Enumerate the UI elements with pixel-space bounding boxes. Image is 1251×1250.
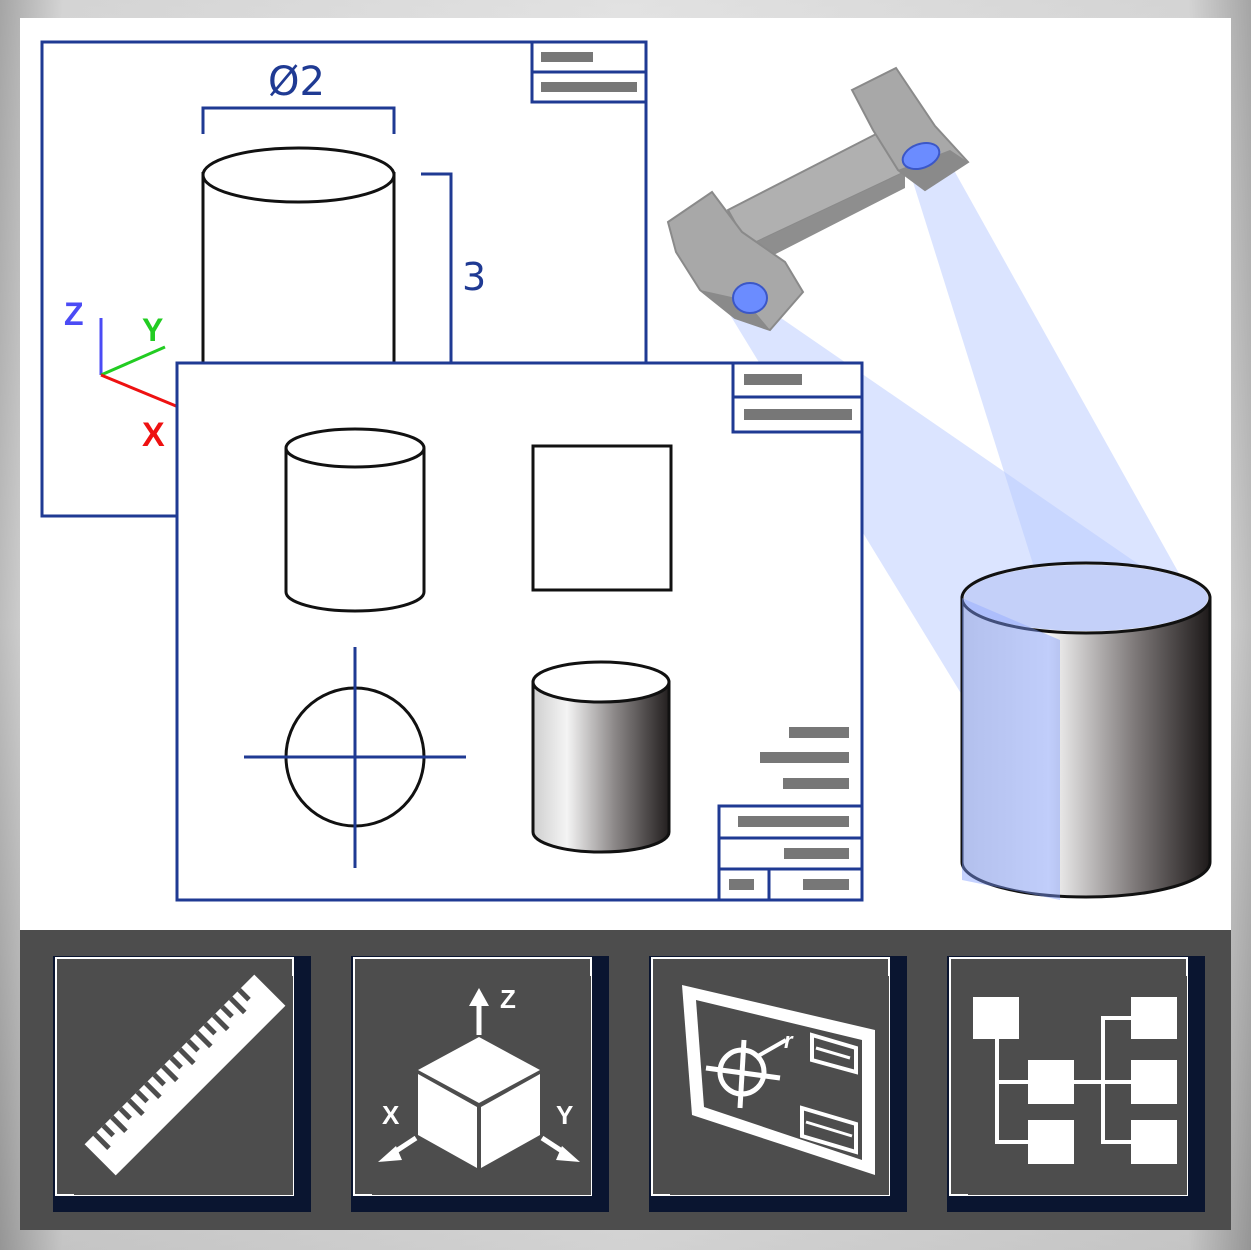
drawing-sheet-front (175, 361, 864, 902)
axis-y-label: Y (142, 312, 163, 348)
view-circle-crosshair (244, 647, 466, 868)
hierarchy-tool-button[interactable] (947, 956, 1205, 1212)
view-cylinder-outline (284, 427, 426, 613)
cube-y-label: Y (556, 1100, 573, 1130)
ruler-icon (84, 974, 286, 1176)
technical-drawing-icon: r (682, 985, 875, 1175)
title-block-top (530, 40, 648, 104)
tree-hierarchy-icon (973, 997, 1177, 1164)
title-block-bottom (717, 804, 864, 902)
diameter-dimension: Ø2 (201, 59, 396, 134)
axis-triad: Z Y X (64, 296, 177, 454)
diameter-label: Ø2 (268, 59, 325, 105)
height-label: 3 (462, 255, 486, 299)
axis-z-label: Z (64, 296, 84, 332)
cube-z-label: Z (500, 984, 516, 1014)
view-cylinder-shaded (531, 660, 671, 854)
cube-axes-icon: Z X Y (378, 984, 580, 1168)
notes-lines (760, 727, 849, 789)
scanner-device (666, 66, 970, 332)
axis-x-label: X (142, 416, 165, 454)
cylinder-outline (201, 146, 396, 362)
height-dimension: 3 (421, 172, 486, 362)
coordinate-system-tool-button[interactable]: Z X Y (351, 956, 609, 1212)
measure-tool-button[interactable] (53, 956, 311, 1212)
view-square (531, 444, 673, 592)
scanned-cylinder (960, 561, 1212, 900)
cube-x-label: X (382, 1100, 400, 1130)
title-block-top-front (731, 361, 864, 434)
radius-label: r (784, 1028, 794, 1053)
drawing-tool-button[interactable]: r (649, 956, 907, 1212)
